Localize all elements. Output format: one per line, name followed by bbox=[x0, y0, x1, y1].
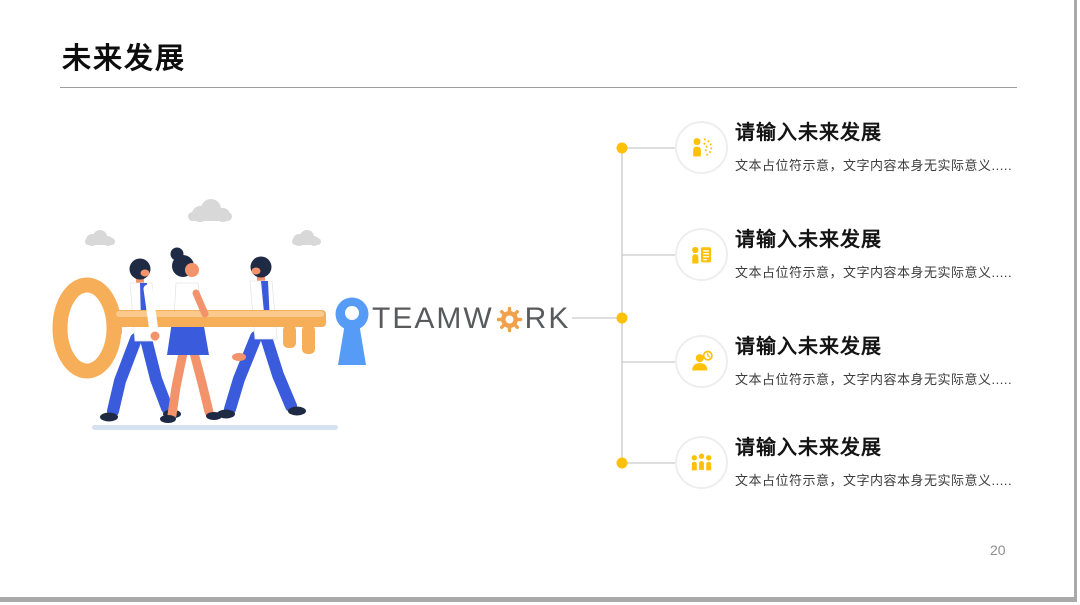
item-description: 文本占位符示意，文字内容本身无实际意义..... bbox=[735, 473, 1013, 488]
timeline-item: 请输入未来发展 文本占位符示意，文字内容本身无实际意义..... bbox=[675, 335, 1020, 388]
item-text-block: 请输入未来发展 文本占位符示意，文字内容本身无实际意义..... bbox=[735, 228, 1012, 281]
item-description: 文本占位符示意，文字内容本身无实际意义..... bbox=[735, 372, 1013, 387]
item-description: 文本占位符示意，文字内容本身无实际意义..... bbox=[735, 265, 1013, 280]
page-title: 未来发展 bbox=[62, 43, 187, 75]
ground-line bbox=[92, 425, 338, 430]
title-underline bbox=[60, 87, 1017, 88]
teamwork-illustration bbox=[52, 199, 369, 430]
teamwork-text-right: RK bbox=[524, 302, 571, 335]
connector-lines bbox=[572, 142, 675, 469]
teamwork-text-left: TEAMW bbox=[372, 302, 494, 335]
item-title: 请输入未来发展 bbox=[735, 122, 882, 144]
person-speaking-icon bbox=[693, 138, 713, 157]
timeline-item: 请输入未来发展 文本占位符示意，文字内容本身无实际意义..... bbox=[675, 436, 1020, 489]
item-icon-circle bbox=[675, 335, 728, 388]
woman-middle bbox=[160, 247, 222, 423]
item-text-block: 请输入未来发展 文本占位符示意，文字内容本身无实际意义..... bbox=[735, 436, 1012, 489]
page-number: 20 bbox=[990, 542, 1006, 558]
timeline-item: 请输入未来发展 文本占位符示意，文字内容本身无实际意义..... bbox=[675, 228, 1020, 281]
clouds-icon bbox=[85, 199, 321, 246]
key-icon bbox=[52, 277, 326, 379]
item-description: 文本占位符示意，文字内容本身无实际意义..... bbox=[735, 158, 1013, 173]
arms-over-key bbox=[143, 284, 246, 361]
teamwork-wordmark: TEAMW RK bbox=[372, 298, 570, 340]
item-text-block: 请输入未来发展 文本占位符示意，文字内容本身无实际意义..... bbox=[735, 121, 1012, 174]
item-text-block: 请输入未来发展 文本占位符示意，文字内容本身无实际意义..... bbox=[735, 335, 1012, 388]
item-title: 请输入未来发展 bbox=[735, 437, 882, 459]
item-icon-circle bbox=[675, 436, 728, 489]
item-icon-circle bbox=[675, 228, 728, 281]
keyhole-icon bbox=[335, 297, 369, 365]
gear-icon bbox=[496, 306, 522, 332]
timeline-item: 请输入未来发展 文本占位符示意，文字内容本身无实际意义..... bbox=[675, 121, 1020, 174]
item-title: 请输入未来发展 bbox=[735, 229, 882, 251]
three-people bbox=[100, 247, 306, 423]
team-group-icon bbox=[691, 452, 712, 471]
person-clock-icon bbox=[692, 350, 713, 371]
item-icon-circle bbox=[675, 121, 728, 174]
item-title: 请输入未来发展 bbox=[735, 336, 882, 358]
person-document-icon bbox=[692, 246, 712, 264]
connector-node-dots bbox=[616, 142, 628, 469]
